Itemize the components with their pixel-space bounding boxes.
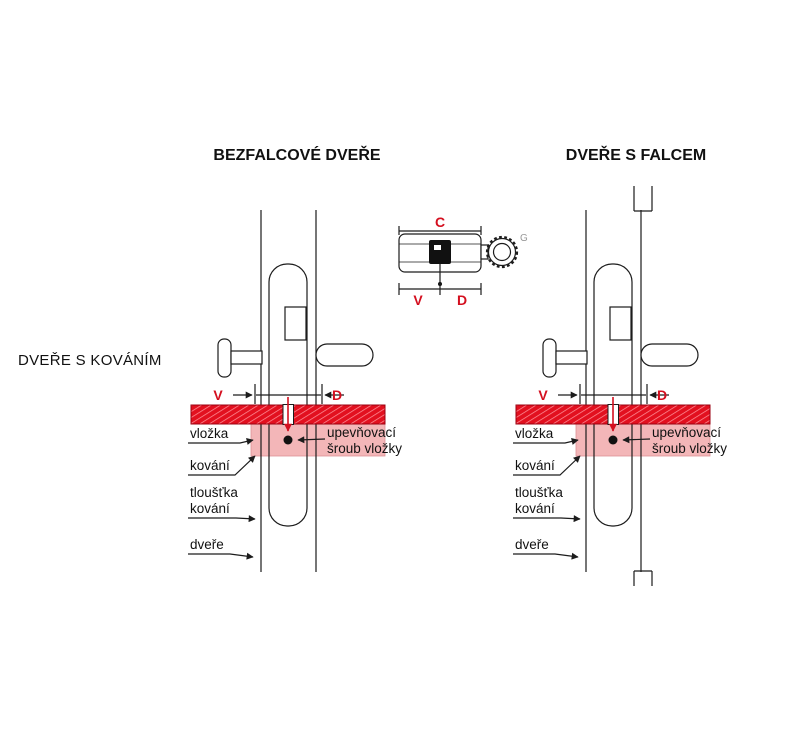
- dim-d-label: D: [332, 387, 342, 403]
- heading-dvere-s-kovanim: DVEŘE S KOVÁNÍM: [18, 352, 162, 369]
- inset-dim-d-label: D: [457, 292, 467, 308]
- label-tloustka-line1: tloušťka: [190, 485, 238, 500]
- leader-vlozka: [513, 438, 579, 445]
- label-kovani: kování: [515, 458, 555, 473]
- cylinder-inset: C G V D: [398, 214, 528, 308]
- door-diagram-bezfalcove: V D vložka upevňovací šroub vložky kován…: [188, 210, 402, 572]
- dim-v-label: V: [213, 387, 223, 403]
- door-diagram-s-falcem: V D vložka upevňovací šroub vložky kován…: [513, 186, 727, 586]
- leader-vlozka: [188, 438, 254, 445]
- label-screw-line1: upevňovací: [327, 425, 396, 440]
- latch-window: [284, 306, 307, 341]
- label-screw-line2: šroub vložky: [327, 441, 402, 456]
- leader-dvere: [513, 552, 579, 560]
- handle-knob-left: [542, 338, 557, 378]
- fixing-screw-dot: [608, 435, 618, 445]
- cylinder-keyway-notch: [434, 245, 441, 250]
- fixing-screw-dot: [283, 435, 293, 445]
- heading-dvere-s-falcem: DVEŘE S FALCEM: [566, 145, 706, 164]
- label-vlozka: vložka: [515, 426, 554, 441]
- inset-dim-v-label: V: [413, 292, 423, 308]
- handle-lever-right: [640, 343, 699, 367]
- handle-lever-right: [315, 343, 374, 367]
- dim-d-label: D: [657, 387, 667, 403]
- leader-tloustka: [188, 515, 256, 523]
- cylinder-cam: [429, 240, 451, 264]
- inset-dim-c-label: C: [435, 214, 445, 230]
- leader-kovani: [188, 455, 256, 476]
- label-tloustka-line1: tloušťka: [515, 485, 563, 500]
- thumbturn-knob: [487, 237, 517, 267]
- label-vlozka: vložka: [190, 426, 229, 441]
- label-tloustka-line2: kování: [190, 501, 230, 516]
- label-kovani: kování: [190, 458, 230, 473]
- leader-tloustka: [513, 515, 581, 523]
- leader-dvere: [188, 552, 254, 560]
- thumbturn-knurl-ring: [485, 235, 519, 269]
- handle-spindle: [555, 350, 588, 365]
- leader-screw: [622, 436, 651, 444]
- label-dvere: dveře: [190, 537, 224, 552]
- dim-v-label: V: [538, 387, 548, 403]
- cylinder-zone-band: [575, 423, 711, 457]
- label-dvere: dveře: [515, 537, 549, 552]
- label-screw-line1: upevňovací: [652, 425, 721, 440]
- handle-knob-left: [217, 338, 232, 378]
- heading-bezfalcove-dvere: BEZFALCOVÉ DVEŘE: [213, 145, 380, 164]
- knob-g-label: G: [520, 233, 528, 244]
- leader-kovani: [513, 455, 581, 476]
- handle-spindle: [230, 350, 263, 365]
- thumbturn-knob-inner: [492, 242, 512, 262]
- leader-screw: [297, 436, 326, 444]
- label-tloustka-line2: kování: [515, 501, 555, 516]
- label-screw-line2: šroub vložky: [652, 441, 727, 456]
- latch-window: [609, 306, 632, 341]
